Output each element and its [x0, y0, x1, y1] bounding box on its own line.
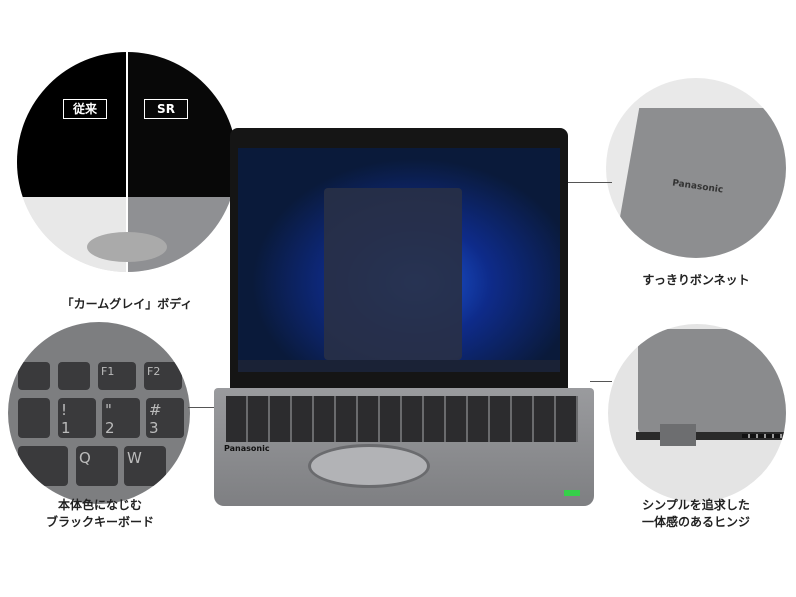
start-menu	[324, 188, 462, 360]
laptop-screen-bezel	[230, 128, 568, 390]
tag-conventional: 従来	[63, 99, 107, 119]
label-keyboard: 本体色になじむ ブラックキーボード	[0, 497, 200, 531]
label-keyboard-line2: ブラックキーボード	[45, 515, 154, 529]
taskbar	[238, 360, 560, 372]
keyboard	[226, 396, 578, 442]
zoom-circle-hinge	[608, 324, 786, 502]
laptop-base: Panasonic	[214, 388, 594, 506]
zoom-circle-body-color: 従来 SR	[17, 52, 237, 272]
connector-line	[188, 407, 230, 408]
power-led	[564, 490, 580, 496]
label-hinge-line2: 一体感のあるヒンジ	[641, 515, 750, 529]
tag-sr: SR	[144, 99, 188, 119]
label-bonnet: すっきりボンネット	[642, 273, 750, 287]
label-hinge-line1: シンプルを追求した	[642, 498, 750, 512]
laptop-display	[238, 148, 560, 372]
brand-logo: Panasonic	[224, 444, 270, 453]
connector-line	[590, 381, 612, 382]
circular-touchpad	[308, 444, 430, 488]
zoom-circle-bonnet: Panasonic	[606, 78, 786, 258]
connector-line	[566, 182, 612, 183]
label-body-color: 「カームグレイ」ボディ	[61, 297, 193, 311]
label-hinge: シンプルを追求した 一体感のあるヒンジ	[596, 497, 796, 531]
zoom-circle-keyboard: F1 F2 !1 "2 #3 Q W	[8, 322, 190, 504]
label-keyboard-line1: 本体色になじむ	[57, 498, 142, 512]
